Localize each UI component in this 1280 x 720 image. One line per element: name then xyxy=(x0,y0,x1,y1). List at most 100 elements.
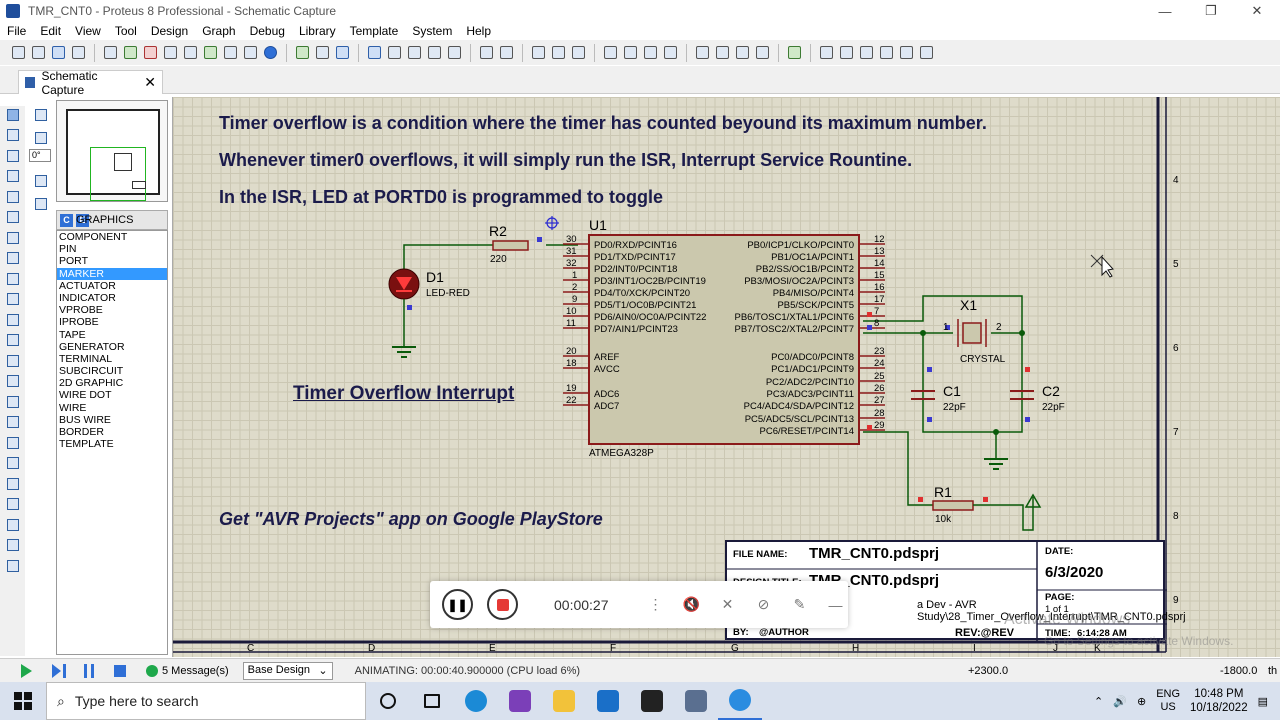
c2-reference[interactable]: C2 xyxy=(1042,383,1060,399)
recorder-taskbar-icon[interactable] xyxy=(718,682,762,720)
refresh-icon[interactable] xyxy=(294,44,311,61)
visual-studio-icon[interactable] xyxy=(498,682,542,720)
box-icon[interactable] xyxy=(4,434,21,451)
help-icon[interactable] xyxy=(262,44,279,61)
paste-icon[interactable] xyxy=(570,44,587,61)
origin-icon[interactable] xyxy=(334,44,351,61)
path-icon[interactable] xyxy=(4,496,21,513)
list-item[interactable]: PORT xyxy=(59,255,88,268)
r2-reference[interactable]: R2 xyxy=(489,223,507,239)
3d-view-icon[interactable] xyxy=(162,44,179,61)
symbol-icon[interactable] xyxy=(4,537,21,554)
arc-icon[interactable] xyxy=(4,475,21,492)
taskbar-search[interactable]: ⌕ Type here to search xyxy=(46,682,366,720)
d1-reference[interactable]: D1 xyxy=(426,269,444,285)
schematic-canvas[interactable]: Timer overflow is a condition where the … xyxy=(172,97,1280,657)
stop-simulation-icon[interactable] xyxy=(114,664,126,677)
speaker-mute-icon[interactable]: 🔇 xyxy=(682,596,701,612)
minimize-recorder-icon[interactable]: — xyxy=(828,596,843,613)
rotate-anticlockwise-icon[interactable] xyxy=(30,129,52,146)
source-code-icon[interactable] xyxy=(222,44,239,61)
webcam-off-icon[interactable]: ⊘ xyxy=(757,596,770,612)
block-move-icon[interactable] xyxy=(622,44,639,61)
network-icon[interactable]: ⊕ xyxy=(1136,695,1147,708)
list-item[interactable]: TAPE xyxy=(59,328,86,341)
wire-autorouter-icon[interactable] xyxy=(786,44,803,61)
cortana-icon[interactable] xyxy=(366,682,410,720)
list-item[interactable]: WIRE DOT xyxy=(59,389,112,402)
menu-view[interactable]: View xyxy=(75,24,101,38)
block-rotate-icon[interactable] xyxy=(642,44,659,61)
pause-recording-button[interactable]: ❚❚ xyxy=(442,589,473,620)
store-icon[interactable] xyxy=(630,682,674,720)
proteus-taskbar-icon[interactable] xyxy=(674,682,718,720)
flip-vertical-icon[interactable] xyxy=(30,195,52,212)
menu-help[interactable]: Help xyxy=(466,24,492,38)
list-item[interactable]: SUBCIRCUIT xyxy=(59,365,124,378)
subcircuit-icon[interactable] xyxy=(4,229,21,246)
redo-icon[interactable] xyxy=(498,44,515,61)
microphone-off-icon[interactable]: ✕ xyxy=(721,596,734,612)
messages-indicator[interactable]: 5 Message(s) xyxy=(146,664,229,677)
import-icon[interactable] xyxy=(70,44,87,61)
drag-handle-icon[interactable]: ⋮ xyxy=(648,596,663,612)
circle-icon[interactable] xyxy=(4,455,21,472)
stop-recording-button[interactable] xyxy=(487,589,518,620)
list-item[interactable]: WIRE xyxy=(59,401,87,414)
overview-window[interactable] xyxy=(56,100,168,202)
volume-icon[interactable]: 🔊 xyxy=(1113,695,1127,708)
design-variant-select[interactable]: Base Design⌄ xyxy=(242,661,333,680)
components-mode-button[interactable]: C xyxy=(60,213,73,227)
close-button[interactable]: ✕ xyxy=(1251,3,1263,18)
decompose-icon[interactable] xyxy=(754,44,771,61)
minimize-button[interactable]: — xyxy=(1158,3,1172,19)
marker-icon[interactable] xyxy=(4,557,21,574)
block-copy-icon[interactable] xyxy=(602,44,619,61)
maximize-button[interactable]: ❐ xyxy=(1205,3,1217,18)
mail-icon[interactable] xyxy=(586,682,630,720)
gerber-icon[interactable] xyxy=(182,44,199,61)
terminals-icon[interactable] xyxy=(4,250,21,267)
u1-reference[interactable]: U1 xyxy=(589,217,607,233)
notes-icon[interactable] xyxy=(242,44,259,61)
x1-reference[interactable]: X1 xyxy=(960,297,978,313)
menu-edit[interactable]: Edit xyxy=(40,24,62,38)
pen-icon[interactable]: ✎ xyxy=(793,596,806,612)
block-delete-icon[interactable] xyxy=(662,44,679,61)
r1-reference[interactable]: R1 xyxy=(934,484,952,500)
list-item-selected[interactable]: MARKER xyxy=(57,267,167,280)
pan-icon[interactable] xyxy=(366,44,383,61)
menu-debug[interactable]: Debug xyxy=(249,24,285,38)
list-item[interactable]: BUS WIRE xyxy=(59,413,111,426)
list-item[interactable]: INDICATOR xyxy=(59,291,116,304)
remove-sheet-icon[interactable] xyxy=(878,44,895,61)
pcb-icon[interactable] xyxy=(142,44,159,61)
zoom-area-icon[interactable] xyxy=(446,44,463,61)
notifications-icon[interactable]: ▤ xyxy=(1257,695,1268,708)
menu-graph[interactable]: Graph xyxy=(202,24,236,38)
list-item[interactable]: GENERATOR xyxy=(59,340,125,353)
tab-schematic-capture[interactable]: Schematic Capture ✕ xyxy=(18,69,163,97)
grid-icon[interactable] xyxy=(314,44,331,61)
edit-mode-button[interactable]: E xyxy=(76,213,89,227)
list-item[interactable]: ACTUATOR xyxy=(59,279,116,292)
virtual-instrument-icon[interactable] xyxy=(4,393,21,410)
component-mode-icon[interactable] xyxy=(4,127,21,144)
rotate-clockwise-icon[interactable] xyxy=(30,106,52,123)
list-item[interactable]: TEMPLATE xyxy=(59,438,114,451)
step-simulation-icon[interactable] xyxy=(50,663,66,678)
search-tag-icon[interactable] xyxy=(818,44,835,61)
c1-reference[interactable]: C1 xyxy=(943,383,961,399)
menu-template[interactable]: Template xyxy=(349,24,399,38)
list-item[interactable]: VPROBE xyxy=(59,304,103,317)
new-sheet-icon[interactable] xyxy=(858,44,875,61)
voltage-probe-icon[interactable] xyxy=(4,352,21,369)
list-item[interactable]: IPROBE xyxy=(59,316,99,329)
open-folder-icon[interactable] xyxy=(30,44,47,61)
list-item[interactable]: PIN xyxy=(59,243,77,256)
undo-icon[interactable] xyxy=(478,44,495,61)
menu-design[interactable]: Design xyxy=(150,24,189,38)
flip-horizontal-icon[interactable] xyxy=(30,172,52,189)
